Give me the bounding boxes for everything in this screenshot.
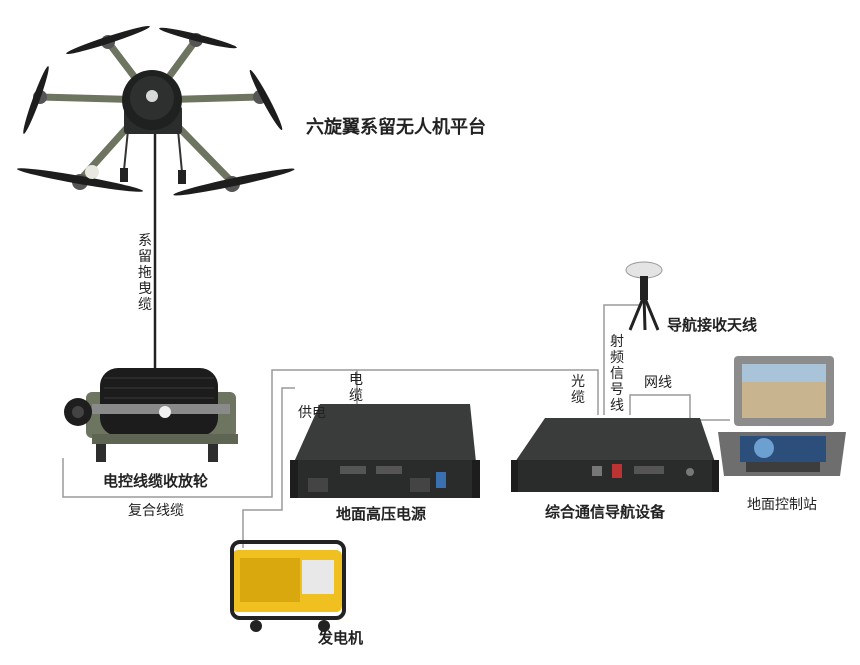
rf-signal-label: 射频信号线	[610, 334, 624, 414]
winch-reel	[64, 368, 238, 462]
ground-station-label: 地面控制站	[747, 497, 817, 513]
network-line	[629, 394, 730, 421]
platform-label: 六旋翼系留无人机平台	[306, 117, 486, 138]
winch-label: 电控线缆收放轮	[103, 472, 209, 490]
hv-power-label: 地面高压电源	[336, 505, 427, 523]
generator-device	[230, 540, 346, 632]
comm-nav-device	[511, 418, 719, 492]
ground-station-device	[718, 356, 846, 476]
composite-cable-label: 复合线缆	[128, 503, 184, 519]
hv-power-device	[290, 404, 480, 498]
generator-supply-line	[242, 387, 295, 548]
fiber-line	[515, 369, 599, 415]
power-supply-line-label: 供电	[298, 405, 326, 421]
composite-cable-line	[62, 369, 515, 498]
rf-antenna-line	[603, 304, 640, 415]
nav-antenna-device	[625, 261, 663, 331]
connection-lines	[62, 304, 730, 548]
hexacopter-drone	[16, 26, 295, 196]
generator-label: 发电机	[318, 629, 364, 647]
network-label: 网线	[644, 375, 672, 391]
nav-antenna-label: 导航接收天线	[667, 316, 758, 334]
tether-label: 系留拖曳缆	[138, 233, 152, 313]
cable-label: 电缆	[349, 372, 363, 404]
fiber-label: 光缆	[571, 374, 585, 406]
comm-nav-label: 综合通信导航设备	[545, 503, 666, 521]
